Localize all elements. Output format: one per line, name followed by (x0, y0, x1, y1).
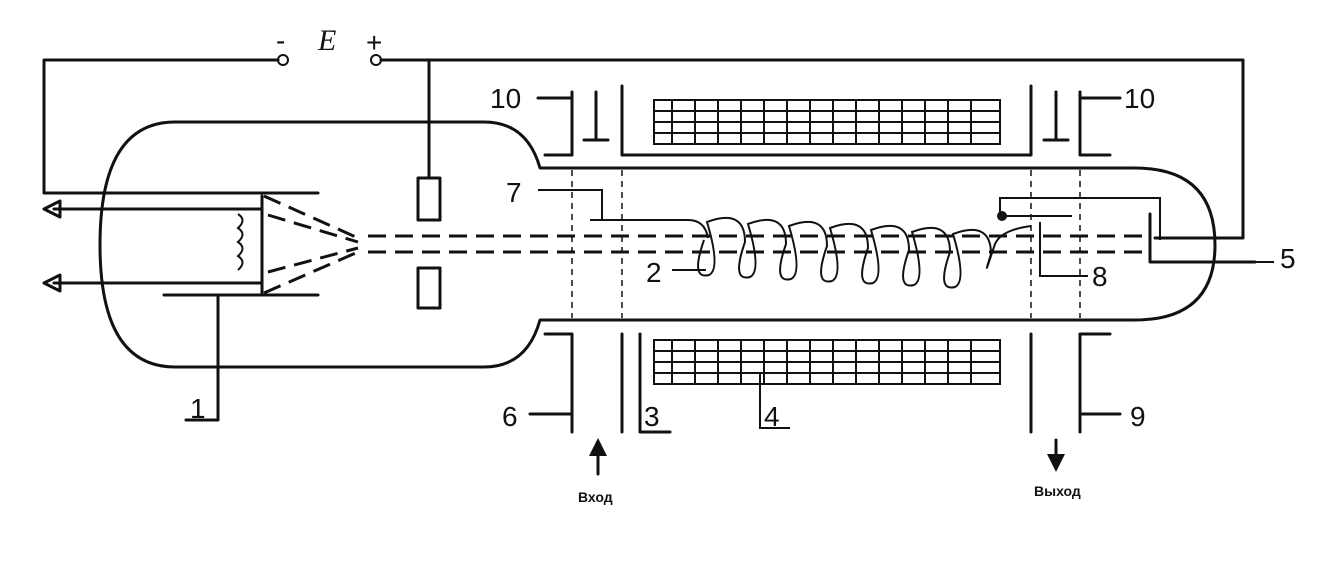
label-8-leader (1039, 222, 1088, 277)
glass-envelope (98, 120, 1217, 369)
helix (590, 197, 1161, 289)
heater-coil (236, 213, 244, 271)
electron-beam (368, 234, 1150, 254)
output-waveguide (1042, 90, 1122, 434)
source-minus-sign: - (276, 25, 285, 56)
helix-output-lead (999, 197, 1161, 240)
label-6: 6 (502, 401, 518, 432)
output-arrow-head (1047, 454, 1065, 472)
label-2: 2 (646, 257, 662, 288)
label-10-left: 10 (490, 83, 521, 114)
power-source: - E + (276, 24, 382, 66)
label-3: 3 (644, 401, 660, 432)
solenoid-top (620, 84, 1033, 157)
label-8: 8 (1092, 261, 1108, 292)
input-label: Вход (578, 489, 613, 505)
heater-leads (52, 194, 264, 295)
anode-bottom (416, 266, 442, 310)
collector (1148, 212, 1257, 264)
beam-convergence (263, 194, 359, 295)
source-plus-sign: + (366, 27, 382, 58)
electron-gun (42, 176, 442, 422)
label-10-right: 10 (1124, 83, 1155, 114)
label-9: 9 (1130, 401, 1146, 432)
input-waveguide (528, 90, 610, 434)
label-7: 7 (506, 177, 522, 208)
label-5: 5 (1280, 243, 1296, 274)
wiring (42, 58, 1245, 240)
label-1-leader (184, 293, 220, 422)
cathode-wire (42, 58, 320, 195)
source-label-e: E (317, 24, 336, 57)
helix-input-lead (590, 219, 709, 239)
output-label: Выход (1034, 483, 1081, 499)
label-4-leader (759, 372, 790, 429)
label-1: 1 (190, 393, 206, 424)
label-7-leader (538, 189, 603, 220)
label-4: 4 (764, 401, 780, 432)
solenoid-bottom (620, 332, 1033, 434)
label-3-leader (638, 332, 672, 434)
anode-top (416, 176, 442, 222)
collector-wire (379, 58, 1245, 240)
input-arrow-head (589, 438, 607, 456)
heater-arrows (42, 199, 62, 293)
helix-coil (697, 217, 1032, 289)
